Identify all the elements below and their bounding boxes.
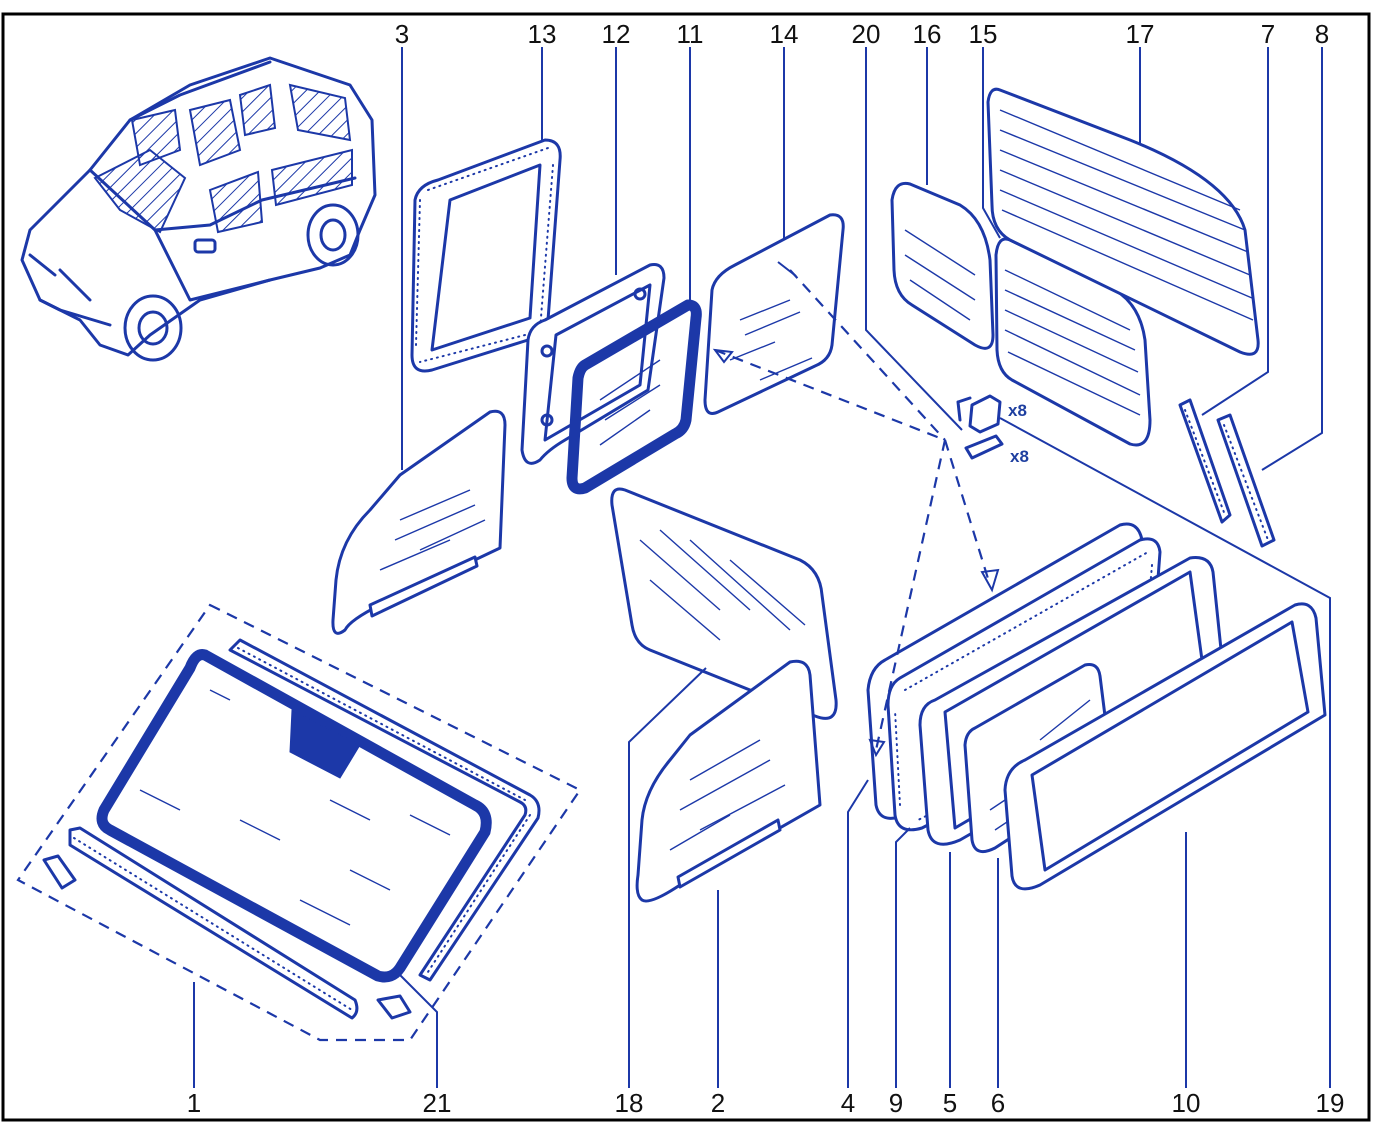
part-14-side-glass (703, 213, 845, 415)
callout-9: 9 (889, 1088, 903, 1118)
windscreen-assembly (16, 603, 582, 1042)
part-3-front-door-glass (331, 409, 507, 635)
part-7-trim-strip (1178, 398, 1232, 524)
leader-lines (193, 47, 1331, 1088)
callout-18: 18 (615, 1088, 644, 1118)
callout-21: 21 (423, 1088, 452, 1118)
part-17-tailgate-glass (986, 87, 1260, 356)
part-8-trim-strip (1216, 413, 1276, 548)
callout-3: 3 (395, 19, 409, 49)
callout-19: 19 (1316, 1088, 1345, 1118)
callout-7: 7 (1261, 19, 1275, 49)
part-18-sliding-side-glass (610, 487, 838, 720)
callout-6: 6 (991, 1088, 1005, 1118)
callout-2: 2 (711, 1088, 725, 1118)
callout-numbers: 3 13 12 11 14 20 16 15 17 7 8 1 21 18 2 … (187, 19, 1345, 1118)
part-16-rear-quarter-glass (890, 181, 995, 350)
callout-12: 12 (602, 19, 631, 49)
spacer-quantity: x8 (1010, 447, 1029, 466)
callout-5: 5 (943, 1088, 957, 1118)
part-2-rear-door-glass (635, 659, 822, 903)
callout-15: 15 (969, 19, 998, 49)
callout-11: 11 (677, 19, 704, 49)
callout-1: 1 (187, 1088, 201, 1118)
callout-16: 16 (913, 19, 942, 49)
callout-10: 10 (1172, 1088, 1201, 1118)
callout-4: 4 (841, 1088, 855, 1118)
callout-13: 13 (528, 19, 557, 49)
diagram-border (1, 12, 1371, 1122)
callout-20: 20 (852, 19, 881, 49)
callout-8: 8 (1315, 19, 1329, 49)
part-13-quarter-glass-seal (410, 138, 562, 373)
clip-quantity: x8 (1008, 401, 1027, 420)
callout-17: 17 (1126, 19, 1155, 49)
part-20-retaining-clip: x8 (956, 394, 1027, 434)
callout-14: 14 (770, 19, 799, 49)
vehicle-overview-illustration (20, 56, 377, 362)
assembly-direction-lines (712, 269, 1000, 758)
part-11-opening-window-glass (566, 299, 702, 495)
part-10-window-seal (1003, 602, 1327, 891)
part-19-spacer-block: x8 (964, 434, 1029, 466)
